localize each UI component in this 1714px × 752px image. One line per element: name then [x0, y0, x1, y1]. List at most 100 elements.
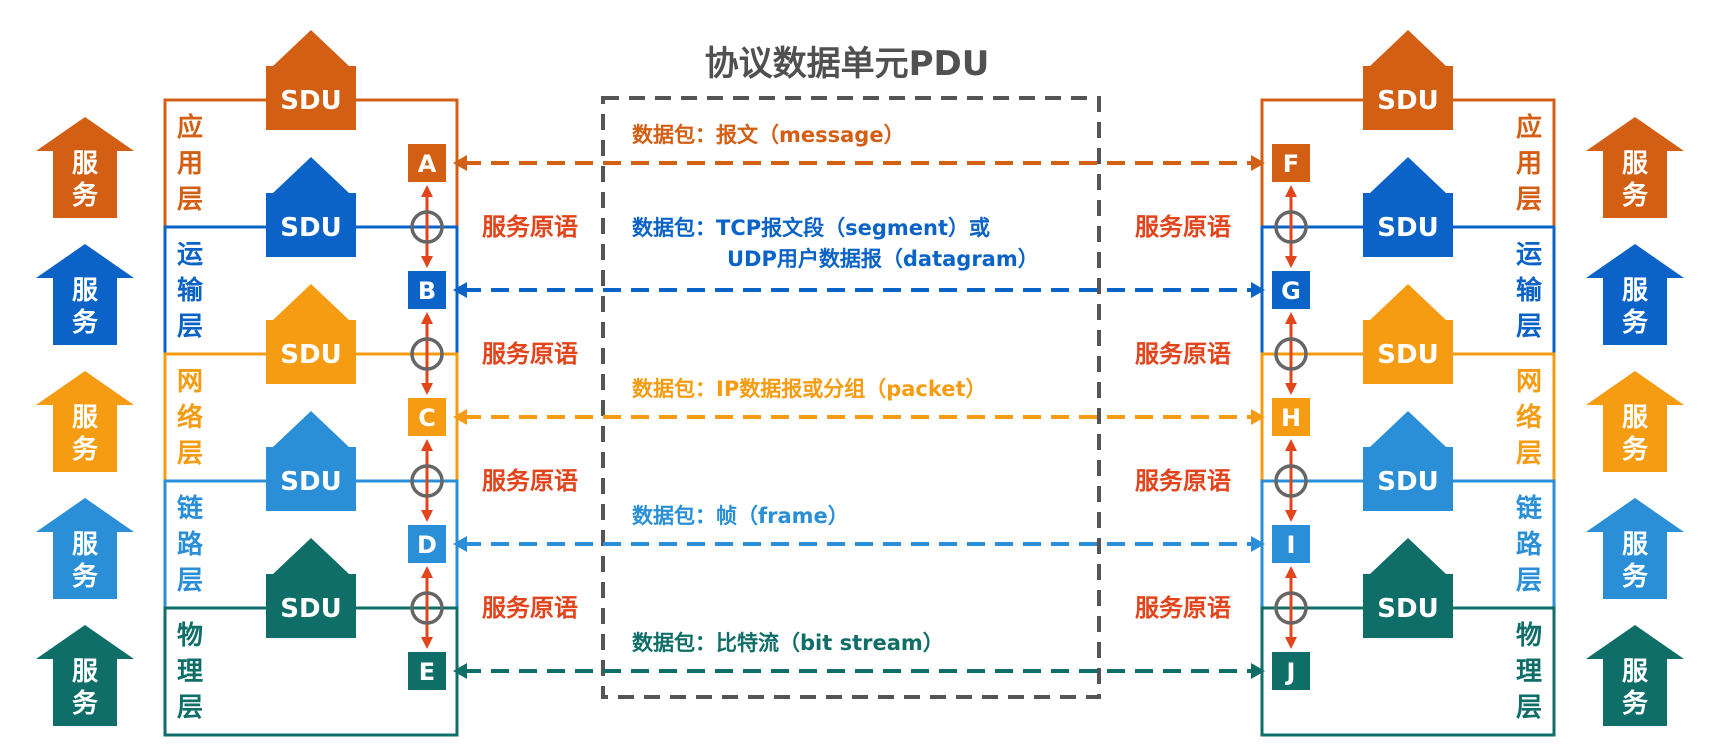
entity-letter-left: E — [419, 658, 435, 686]
peer-arrowhead-left-icon — [453, 663, 467, 679]
service-label-char: 务 — [72, 435, 98, 465]
service-arrow-left-icon — [36, 371, 134, 472]
layer-name-right-char: 用 — [1516, 149, 1542, 179]
peer-arrowhead-right-icon — [1251, 409, 1265, 425]
layer-name-right-char: 层 — [1516, 439, 1542, 469]
layer-name-right-char: 络 — [1516, 402, 1542, 433]
entity-letter-left: B — [418, 277, 436, 305]
layer-name-left-char: 层 — [177, 693, 203, 723]
service-label-char: 务 — [1622, 435, 1648, 465]
layer-name-left-char: 应 — [177, 112, 203, 143]
entity-box-left — [408, 398, 446, 436]
layer-name-right-char: 运 — [1516, 240, 1542, 270]
service-arrow-left-icon — [36, 244, 134, 345]
entity-box-left — [408, 525, 446, 563]
service-label-char: 务 — [72, 308, 98, 338]
peer-arrowhead-left-icon — [453, 536, 467, 552]
sdu-block — [266, 66, 356, 130]
pdu-label: 数据包：IP数据报或分组（packet） — [632, 377, 987, 401]
layer-name-right-char: 网 — [1516, 367, 1542, 397]
entity-box-right — [1272, 271, 1310, 309]
service-label-char: 务 — [72, 562, 98, 592]
entity-box-right — [1272, 652, 1310, 690]
sdu-block — [1363, 66, 1453, 130]
entity-letter-right: I — [1287, 531, 1296, 559]
service-label-char: 服 — [1622, 403, 1649, 433]
pdu-frame — [601, 96, 1101, 699]
sdu-block — [1363, 574, 1453, 638]
sdu-block — [1363, 193, 1453, 257]
service-label-char: 服 — [1622, 149, 1649, 179]
layer-name-right-char: 理 — [1516, 657, 1542, 687]
service-access-point-icon — [1274, 591, 1308, 625]
entity-letter-left: A — [418, 150, 437, 178]
peer-arrowhead-left-icon — [453, 282, 467, 298]
layer-name-left-char: 络 — [177, 402, 203, 433]
service-label-char: 务 — [1622, 181, 1648, 211]
entity-letter-left: C — [418, 404, 436, 432]
layer-name-left-char: 输 — [177, 275, 204, 306]
sdu-block — [1363, 320, 1453, 384]
pdu-label: UDP用户数据报（datagram） — [727, 247, 1039, 271]
entity-letter-right: H — [1281, 404, 1301, 432]
service-label-char: 务 — [72, 181, 98, 211]
entity-box-right — [1272, 398, 1310, 436]
service-arrow-left-icon — [36, 117, 134, 218]
service-access-point-icon — [410, 337, 444, 371]
layer-name-right-char: 层 — [1516, 312, 1542, 342]
layer-name-right-char: 输 — [1516, 275, 1543, 306]
peer-arrowhead-left-icon — [453, 409, 467, 425]
layer-name-left-char: 用 — [177, 149, 203, 179]
peer-arrowhead-right-icon — [1251, 663, 1265, 679]
service-label-char: 务 — [72, 689, 98, 719]
service-arrow-right-icon — [1586, 244, 1684, 345]
service-label-char: 服 — [72, 657, 99, 687]
sdu-label: SDU — [1377, 594, 1438, 624]
service-arrow-right-icon — [1586, 498, 1684, 599]
entity-box-right — [1272, 144, 1310, 182]
layer-name-right-char: 物 — [1516, 621, 1542, 651]
service-arrow-left-icon — [36, 625, 134, 726]
sdu-label: SDU — [280, 213, 341, 243]
layer-name-left-char: 层 — [177, 312, 203, 342]
layer-name-left-char: 运 — [177, 240, 203, 270]
layer-name-left-char: 层 — [177, 185, 203, 215]
service-label-char: 服 — [1622, 276, 1649, 306]
sdu-block — [266, 320, 356, 384]
sdu-label: SDU — [280, 86, 341, 116]
primitive-label-right: 服务原语 — [1135, 340, 1231, 368]
entity-box-right — [1272, 525, 1310, 563]
primitive-label-right: 服务原语 — [1135, 467, 1231, 495]
service-arrow-right-icon — [1586, 371, 1684, 472]
service-label-char: 务 — [1622, 308, 1648, 338]
layer-name-right-char: 链 — [1516, 493, 1542, 524]
layer-name-left-char: 理 — [177, 657, 203, 687]
primitive-label-left: 服务原语 — [482, 340, 578, 368]
service-access-point-icon — [410, 591, 444, 625]
primitive-label-left: 服务原语 — [482, 467, 578, 495]
service-access-point-icon — [410, 464, 444, 498]
pdu-label: 数据包：帧（frame） — [632, 504, 849, 528]
layer-name-left-char: 链 — [177, 493, 203, 524]
primitive-label-left: 服务原语 — [482, 594, 578, 622]
layer-name-left-char: 物 — [177, 621, 203, 651]
pdu-label: 数据包：报文（message） — [632, 123, 905, 147]
layer-name-right-char: 层 — [1516, 693, 1542, 723]
layer-name-right-char: 层 — [1516, 566, 1542, 596]
service-access-point-icon — [1274, 464, 1308, 498]
primitive-label-right: 服务原语 — [1135, 213, 1231, 241]
layer-name-left-char: 层 — [177, 566, 203, 596]
service-label-char: 服 — [72, 276, 99, 306]
diagram-title: 协议数据单元PDU — [705, 44, 990, 84]
peer-arrowhead-right-icon — [1251, 155, 1265, 171]
service-arrow-right-icon — [1586, 625, 1684, 726]
layer-name-left-char: 网 — [177, 367, 203, 397]
service-label-char: 服 — [72, 403, 99, 433]
peer-arrowhead-left-icon — [453, 155, 467, 171]
service-arrow-right-icon — [1586, 117, 1684, 218]
peer-arrowhead-right-icon — [1251, 282, 1265, 298]
layer-name-right-char: 应 — [1516, 112, 1542, 143]
service-label-char: 服 — [72, 149, 99, 179]
sdu-label: SDU — [280, 594, 341, 624]
